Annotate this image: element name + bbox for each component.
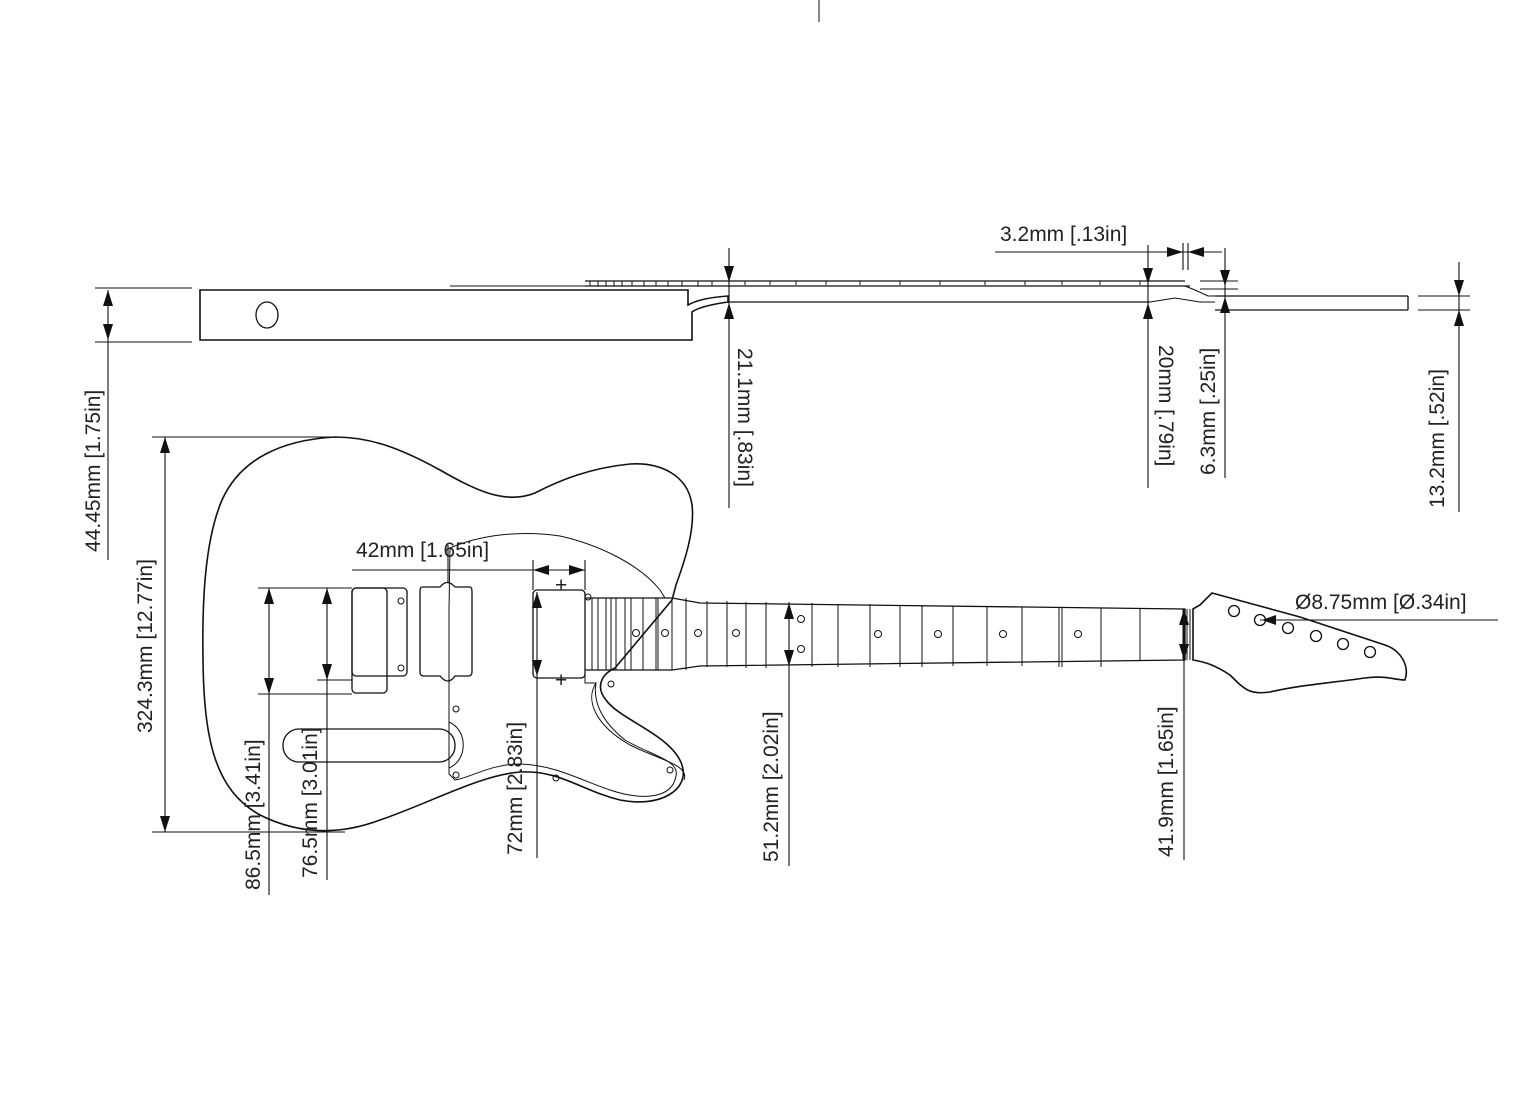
control-slot bbox=[282, 728, 456, 763]
fret-ticks bbox=[589, 281, 1141, 286]
strap-hole bbox=[255, 301, 279, 329]
label-neck-pickup-height: 72mm [2.83in] bbox=[504, 722, 527, 855]
label-nut-depth: 20mm [.79in] bbox=[1154, 345, 1177, 466]
svg-text:+: + bbox=[555, 669, 567, 692]
svg-text:+: + bbox=[555, 574, 567, 597]
label-bridge-inner: 76.5mm [3.01in] bbox=[299, 727, 322, 878]
label-pickup-spacing: 42mm [1.65in] bbox=[356, 539, 489, 562]
neck-pickup bbox=[532, 589, 586, 679]
fret-markers bbox=[632, 615, 1082, 653]
dimension-labels: 3.2mm [.13in] 44.45mm [1.75in] 21.1mm [.… bbox=[82, 223, 1467, 890]
label-body-thickness: 44.45mm [1.75in] bbox=[82, 390, 105, 552]
label-nut-width: 41.9mm [1.65in] bbox=[1155, 706, 1178, 857]
headstock bbox=[1192, 592, 1407, 694]
label-heel-depth: 21.1mm [.83in] bbox=[733, 348, 756, 487]
front-view: + + bbox=[202, 436, 1407, 832]
side-profile-view bbox=[199, 280, 1409, 341]
label-headstock-drop: 6.3mm [.25in] bbox=[1197, 348, 1220, 475]
label-tuner-hole: Ø8.75mm [Ø.34in] bbox=[1295, 591, 1467, 614]
body-outline bbox=[202, 436, 694, 832]
neck bbox=[585, 597, 1191, 671]
label-neck-width: 51.2mm [2.02in] bbox=[760, 711, 783, 862]
side-dimension-lines bbox=[95, 243, 1470, 560]
label-headstock-thickness: 13.2mm [.52in] bbox=[1426, 369, 1449, 508]
pickguard bbox=[448, 532, 677, 797]
middle-pickup bbox=[419, 581, 473, 682]
bridge-plate bbox=[351, 587, 408, 677]
label-fret-height: 3.2mm [.13in] bbox=[1000, 223, 1127, 246]
front-dimension-lines bbox=[152, 436, 1498, 895]
label-body-length: 324.3mm [12.77in] bbox=[134, 559, 157, 733]
label-bridge-outer: 86.5mm [3.41in] bbox=[242, 739, 265, 890]
